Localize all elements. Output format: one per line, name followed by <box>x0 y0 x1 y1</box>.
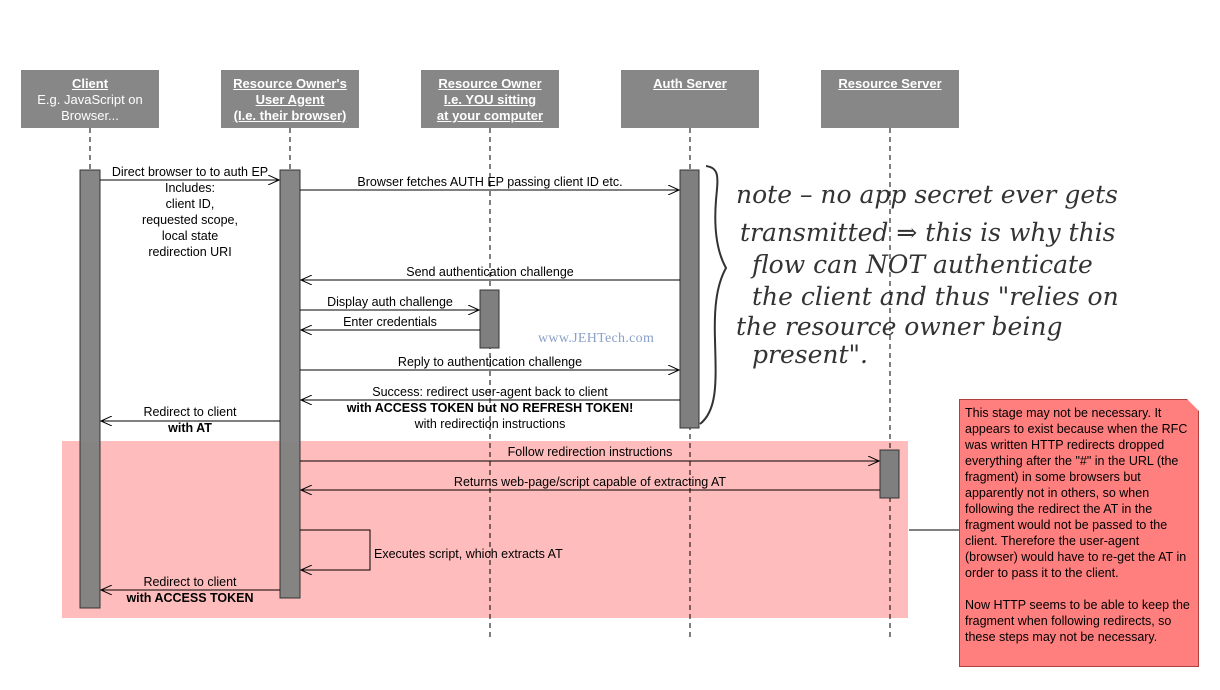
actor-user-agent-sub-1: User Agent <box>255 92 325 107</box>
handwritten-line-1: note – no app secret ever gets <box>736 180 1118 209</box>
label-success-line-1: Success: redirect user-agent back to cli… <box>372 385 608 399</box>
auth-server-activation <box>679 169 700 429</box>
note-paragraph-2: Now HTTP seems to be able to keep the fr… <box>965 598 1190 644</box>
watermark: www.JEHTech.com <box>538 331 655 346</box>
handwritten-brace <box>699 165 728 425</box>
note-spacer <box>965 581 1193 597</box>
actor-resource-server: Resource Server <box>821 70 959 128</box>
actor-resource-owner-sub-1: I.e. YOU sitting <box>443 92 537 107</box>
handwritten-line-6: present". <box>752 340 868 369</box>
label-direct-browser-line-4: requested scope, <box>142 213 238 227</box>
actor-user-agent-name: Resource Owner's <box>233 76 347 91</box>
label-follow-redirection: Follow redirection instructions <box>507 445 673 459</box>
label-reply-auth-challenge: Reply to authentication challenge <box>397 355 583 369</box>
actor-user-agent: Resource Owner's User Agent (I.e. their … <box>221 70 359 128</box>
label-enter-credentials: Enter credentials <box>343 315 437 329</box>
label-returns-webpage: Returns web-page/script capable of extra… <box>453 475 727 489</box>
label-direct-browser-line-6: redirection URI <box>148 245 232 259</box>
label-direct-browser-line-3: client ID, <box>165 197 215 211</box>
label-redirect-at-line-2: with AT <box>168 421 212 435</box>
note-dogear <box>1187 399 1199 411</box>
label-send-auth-challenge: Send authentication challenge <box>406 265 574 279</box>
resource-owner-activation <box>479 289 500 349</box>
label-direct-browser-line-2: Includes: <box>164 181 216 195</box>
user-agent-activation <box>279 169 301 599</box>
label-redirect-token-line-1: Redirect to client <box>143 575 237 589</box>
label-success-line-2: with ACCESS TOKEN but NO REFRESH TOKEN! <box>346 401 634 415</box>
label-success-redirect: Success: redirect user-agent back to cli… <box>300 384 680 432</box>
handwritten-line-3: flow can NOT authenticate <box>752 250 1093 279</box>
actor-resource-owner: Resource Owner I.e. YOU sitting at your … <box>421 70 559 128</box>
actor-client-sub-2: Browser... <box>61 108 119 123</box>
client-activation <box>79 169 101 609</box>
label-direct-browser: Direct browser to to auth EP Includes: c… <box>100 164 280 260</box>
label-redirect-at-line-1: Redirect to client <box>143 405 237 419</box>
label-browser-fetches: Browser fetches AUTH EP passing client I… <box>357 175 623 189</box>
actor-auth-server-name: Auth Server <box>653 76 727 91</box>
label-direct-browser-line-1: Direct browser to to auth EP <box>111 165 269 179</box>
actor-resource-server-name: Resource Server <box>838 76 942 91</box>
label-direct-browser-line-5: local state <box>161 229 219 243</box>
actor-client-sub-1: E.g. JavaScript on <box>37 92 143 107</box>
actor-user-agent-sub-2: (I.e. their browser) <box>233 108 347 123</box>
resource-server-activation <box>879 449 900 499</box>
actor-auth-server: Auth Server <box>621 70 759 128</box>
label-redirect-client-at: Redirect to client with AT <box>100 404 280 436</box>
actor-client-name: Client <box>71 76 109 91</box>
actor-client: Client E.g. JavaScript on Browser... <box>21 70 159 128</box>
label-success-line-3: with redirection instructions <box>414 417 566 431</box>
label-executes-script: Executes script, which extracts AT <box>374 547 563 561</box>
label-redirect-client-token: Redirect to client with ACCESS TOKEN <box>100 574 280 606</box>
handwritten-line-5: the resource owner being <box>736 312 1063 341</box>
actor-resource-owner-name: Resource Owner <box>438 76 542 91</box>
note-paragraph-1: This stage may not be necessary. It appe… <box>965 406 1188 580</box>
sticky-note: This stage may not be necessary. It appe… <box>959 399 1199 667</box>
handwritten-line-2: transmitted ⇒ this is why this <box>740 218 1116 247</box>
handwritten-line-4: the client and thus "relies on <box>752 282 1119 311</box>
label-redirect-token-line-2: with ACCESS TOKEN <box>126 591 254 605</box>
actor-resource-owner-sub-2: at your computer <box>436 108 544 123</box>
optional-steps-region <box>62 441 908 618</box>
arrow-executes-script <box>300 529 371 570</box>
label-display-auth-challenge: Display auth challenge <box>327 295 453 309</box>
